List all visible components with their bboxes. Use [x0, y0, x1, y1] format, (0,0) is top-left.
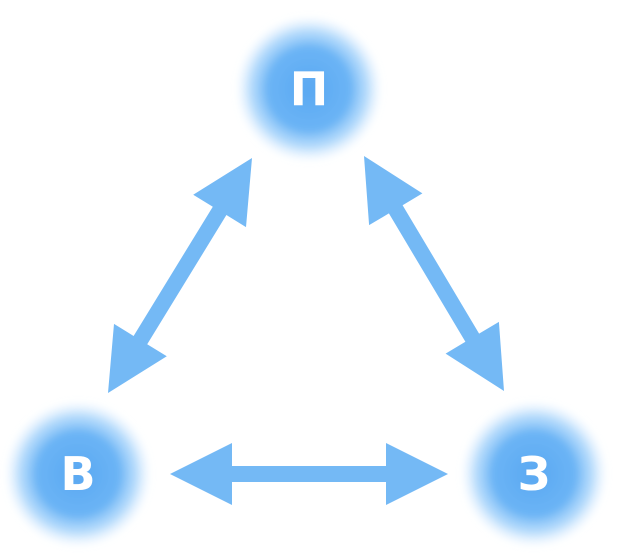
arrow-top-right [364, 156, 504, 391]
node-left: В [4, 400, 152, 548]
node-top-label: П [290, 62, 329, 116]
node-left-label: В [60, 447, 95, 501]
node-right-label: З [518, 447, 551, 501]
node-left-glow [4, 400, 152, 548]
node-right-glow [460, 400, 608, 548]
node-top-glow [235, 15, 383, 163]
node-right: З [460, 400, 608, 548]
arrow-bottom [170, 443, 448, 505]
node-top: П [235, 15, 383, 163]
arrow-top-left [108, 158, 252, 393]
